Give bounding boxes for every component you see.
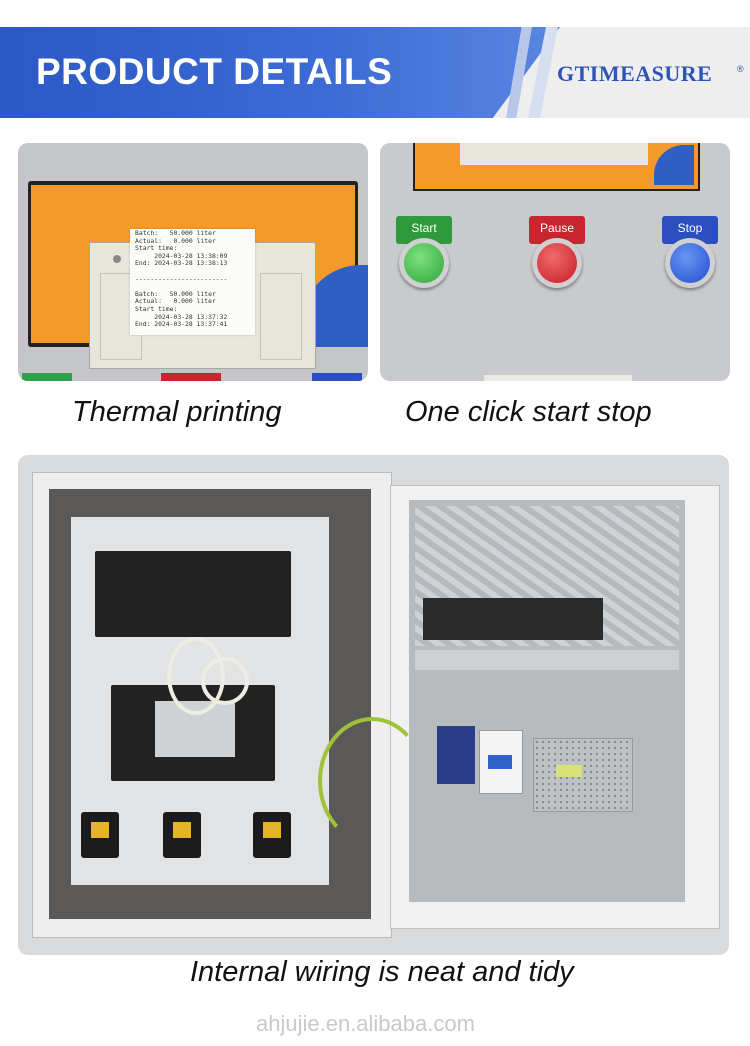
circuit-breaker [479, 730, 523, 794]
caption-start-stop: One click start stop [405, 396, 652, 428]
pause-button-cap[interactable] [537, 243, 577, 283]
stop-button-cap[interactable] [670, 243, 710, 283]
buttons-photo: Start Pause Stop [380, 143, 730, 381]
start-button-cap[interactable] [404, 243, 444, 283]
relay-label [173, 822, 191, 838]
internal-wiring-photo [18, 455, 729, 955]
start-button[interactable]: Start [396, 216, 452, 300]
receipt-line: End: 2024-03-28 13:38:13 [135, 259, 228, 268]
watermark: ahjujie.en.alibaba.com [256, 1011, 475, 1036]
caption-internal-wiring: Internal wiring is neat and tidy [190, 956, 574, 988]
relay-label [263, 822, 281, 838]
start-label: Start [396, 216, 452, 244]
door-inner-panel [49, 489, 371, 919]
receipt-line: Actual: 0.000 liter [135, 297, 216, 306]
receipt-line: Start time: [135, 244, 178, 253]
stop-label: Stop [662, 216, 718, 244]
relay-label [91, 822, 109, 838]
printer-edge [484, 375, 632, 381]
power-supply [533, 738, 633, 812]
pause-button[interactable]: Pause [529, 216, 585, 300]
header-banner: PRODUCT DETAILS GTIMEASURE ® [0, 27, 750, 118]
cable-loop [201, 657, 249, 705]
relay [81, 812, 119, 858]
orange-panel [413, 143, 700, 191]
receipt-line: Batch: 50.000 liter [135, 229, 216, 237]
receipt-line: 2024-03-28 13:38:09 [135, 251, 228, 260]
printer-screw [113, 255, 121, 263]
receipt-line: 2024-03-28 13:37:32 [135, 312, 228, 321]
controller-module [95, 551, 291, 637]
mounting-plate [71, 517, 329, 885]
red-tab [161, 373, 221, 381]
cabinet-door [32, 472, 392, 938]
receipt-line: ------------------------ [135, 274, 228, 283]
banner-blue-band [0, 27, 560, 118]
receipt-line: Actual: 0.000 liter [135, 236, 216, 245]
thermal-printer [460, 143, 648, 165]
caption-thermal-printing: Thermal printing [72, 396, 282, 428]
brand-logo: GTIMEASURE [557, 61, 713, 86]
cabinet-backplate [409, 500, 685, 902]
receipt-line: Batch: 50.000 liter [135, 289, 216, 298]
pause-label: Pause [529, 216, 585, 244]
breaker-switch [488, 755, 512, 769]
wire-duct [415, 650, 679, 670]
stop-button[interactable]: Stop [662, 216, 718, 300]
ground-wire [318, 717, 426, 845]
relay [253, 812, 291, 858]
blue-tab [312, 373, 362, 381]
receipt-line: Start time: [135, 304, 178, 313]
receipt-line: End: 2024-03-28 13:37:41 [135, 320, 228, 329]
cabinet-body [390, 485, 720, 929]
relay [163, 812, 201, 858]
green-tab [22, 373, 72, 381]
page-title: PRODUCT DETAILS [36, 51, 393, 92]
registered-mark: ® [737, 64, 744, 74]
psu-terminal [556, 765, 582, 777]
terminal-block [423, 598, 603, 640]
contactor [437, 726, 475, 784]
printer-door [260, 273, 302, 360]
galvanized-plate [415, 506, 679, 646]
